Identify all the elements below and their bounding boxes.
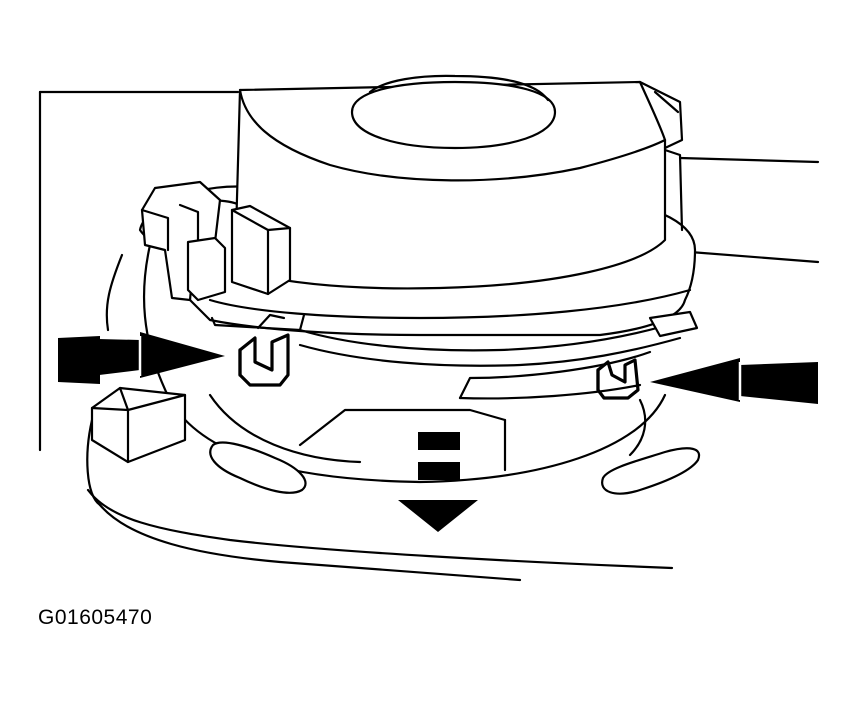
slot-left bbox=[209, 441, 307, 494]
retaining-clip-right bbox=[596, 358, 640, 400]
housing-outline bbox=[38, 90, 820, 582]
top-boss bbox=[350, 74, 557, 150]
arrow-left-icon bbox=[650, 358, 818, 404]
retaining-clip-left bbox=[238, 313, 290, 387]
slot-right bbox=[601, 447, 701, 495]
dashed-arrow-down-icon bbox=[398, 432, 478, 532]
connector-tab bbox=[186, 204, 292, 302]
figure-code-label: G01605470 bbox=[38, 606, 153, 629]
side-block bbox=[90, 386, 187, 464]
motor-cover-body bbox=[233, 80, 684, 290]
arrow-right-icon bbox=[58, 332, 225, 384]
